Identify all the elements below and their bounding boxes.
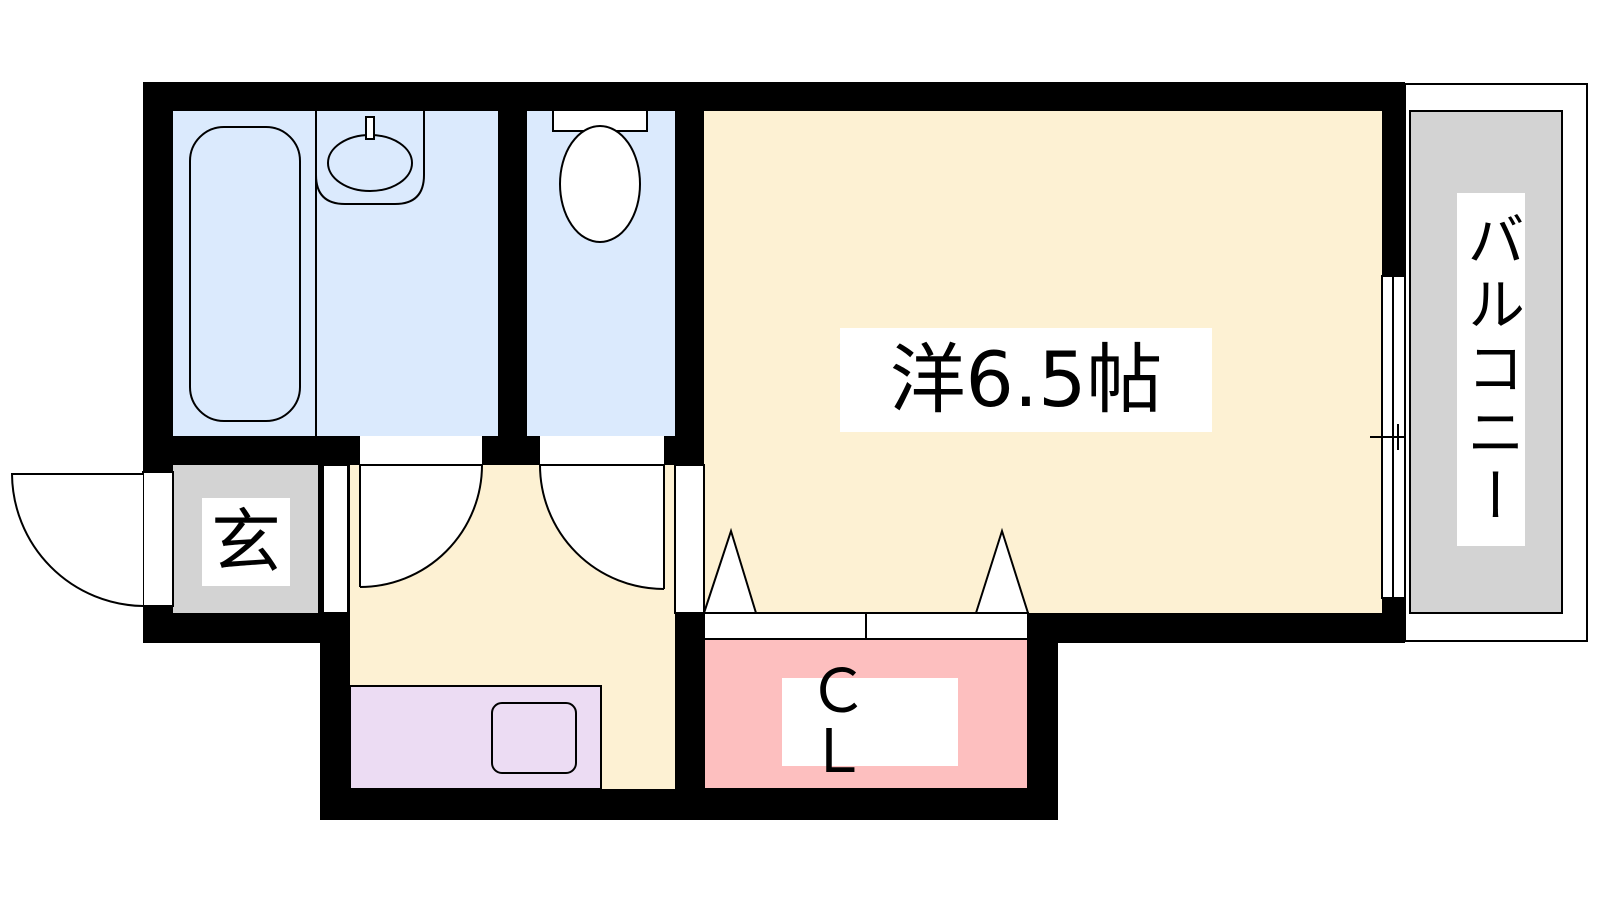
bathroom-door-opening bbox=[360, 436, 482, 465]
toilet-bowl bbox=[559, 125, 641, 243]
faucet bbox=[365, 116, 375, 140]
closet-label: ＣＬ bbox=[782, 662, 958, 782]
front-door-swing bbox=[10, 473, 144, 607]
entrance-label: 玄 bbox=[202, 498, 290, 586]
entrance-inner-door bbox=[322, 464, 349, 614]
closet-door-swing-left bbox=[702, 527, 758, 614]
bathroom-floor bbox=[173, 111, 498, 436]
toilet-door-swing bbox=[538, 464, 665, 590]
balcony-label: バルコニー bbox=[1457, 193, 1525, 546]
closet-door-swing-right bbox=[974, 527, 1030, 614]
bathtub bbox=[189, 126, 301, 422]
bathroom-door-swing bbox=[359, 464, 484, 588]
washbasin bbox=[315, 111, 425, 205]
kitchen-sink bbox=[491, 702, 577, 774]
western-room-label: 洋6.5帖 bbox=[840, 328, 1212, 432]
front-door-opening bbox=[142, 471, 174, 607]
toilet-door-opening bbox=[540, 436, 664, 465]
room-door-opening bbox=[674, 464, 705, 614]
